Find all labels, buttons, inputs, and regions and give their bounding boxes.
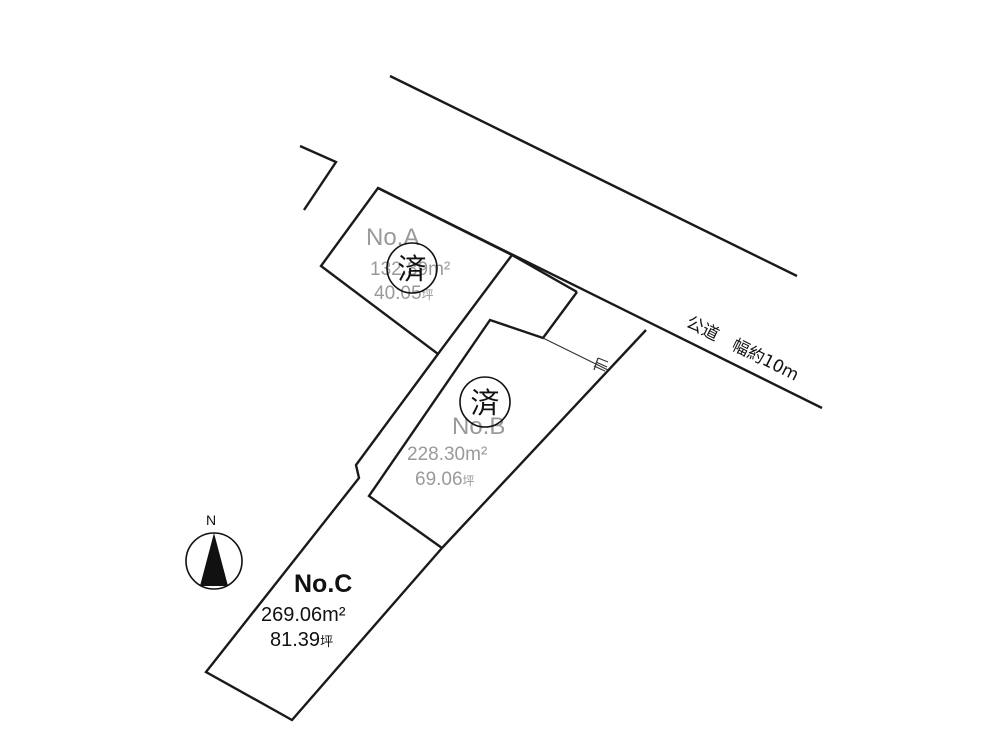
lot-b-area-m2: 228.30m² xyxy=(407,444,487,465)
lot-c-name: No.C xyxy=(294,570,352,598)
lot-a-area-tsubo: 40.05坪 xyxy=(374,283,434,304)
compass-north-label: N xyxy=(206,512,216,528)
lot-c-area-m2: 269.06m² xyxy=(261,604,346,626)
lot-b-sold-stamp: 済 xyxy=(459,376,511,428)
lot-b-area-tsubo: 69.06坪 xyxy=(415,469,475,490)
lot-b-label: No.B 228.30m² 69.06坪 xyxy=(407,413,505,490)
driveway-divider xyxy=(511,253,578,294)
lot-a-name: No.A xyxy=(366,224,419,251)
adjacent-corner-mark xyxy=(299,144,338,211)
lot-c-area-tsubo: 81.39坪 xyxy=(270,629,333,651)
lot-a-area-m2: 132.39m² xyxy=(370,259,450,280)
lot-b-sold-mark: 済 xyxy=(470,386,499,420)
lot-c-boundary xyxy=(204,353,443,722)
stair-mark xyxy=(593,357,609,372)
lot-a-label: No.A 132.39m² 40.05坪 xyxy=(366,224,450,304)
lot-c-label: No.C 269.06m² 81.39坪 xyxy=(261,570,352,651)
lot-b-right-edge xyxy=(441,329,647,549)
driveway-strip-line xyxy=(542,337,609,371)
lot-b-boundary xyxy=(367,291,578,549)
north-compass-icon: N xyxy=(185,512,243,590)
lot-a-sold-mark: 済 xyxy=(397,252,426,286)
road-edge-far xyxy=(389,74,798,278)
lot-a-sold-stamp: 済 xyxy=(386,242,438,294)
